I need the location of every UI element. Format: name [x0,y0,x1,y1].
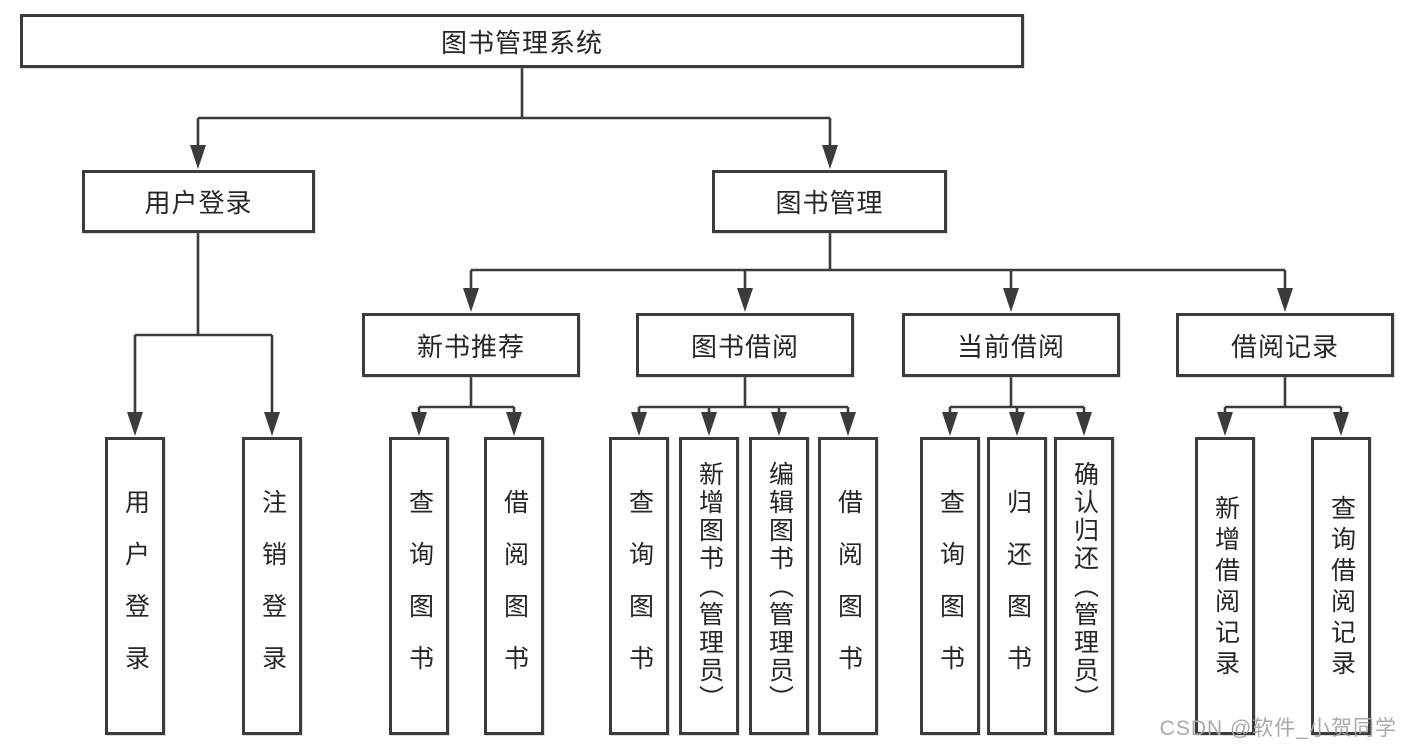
connector-userlogin-to-leaves [133,233,274,414]
node-book-borrow: 图书借阅 [636,313,854,377]
node-borrow-records: 借阅记录 [1176,313,1394,377]
leaf-borrow-books: 借阅图书 [818,437,878,735]
node-book-management-label: 图书管理 [775,188,884,218]
leaf-return-books: 归还图书 [987,437,1047,735]
node-current-borrow: 当前借阅 [902,313,1120,377]
node-current-borrow-label: 当前借阅 [956,331,1065,362]
node-book-management: 图书管理 [712,170,947,233]
leaf-user-login-label: 用户登录 [121,489,150,697]
csdn-watermark: CSDN @软件_小贺同学 [1159,717,1397,740]
arrowheads [127,145,1349,436]
leaf-add-borrow-record-label: 新增借阅记录 [1211,494,1240,681]
leaf-borrow-books-label: 借阅图书 [834,489,863,697]
node-user-login-label: 用户登录 [144,188,253,218]
leaf-query-borrow-record-label: 查询借阅记录 [1327,494,1356,681]
leaf-add-book-admin: 新增图书（管理员） [679,437,739,735]
node-library-system-label: 图书管理系统 [440,27,603,58]
leaf-query-books-recommend: 查询图书 [389,437,449,735]
connector-newbook-to-leaves [417,377,516,414]
node-library-system: 图书管理系统 [20,14,1024,68]
leaf-query-books-current-label: 查询图书 [936,489,965,697]
leaf-query-borrow-record: 查询借阅记录 [1311,437,1371,735]
connector-bookmgmt-to-level3 [469,233,1287,290]
connector-bookborrow-to-leaves [637,377,850,414]
leaf-edit-book-admin-label: 编辑图书（管理员） [765,461,794,713]
node-new-book-recommend: 新书推荐 [362,313,580,377]
connector-currentborrow-to-leaves [948,377,1086,414]
node-user-login: 用户登录 [82,170,315,233]
leaf-user-login: 用户登录 [105,437,165,735]
leaf-confirm-return-admin: 确认归还（管理员） [1054,437,1114,735]
node-borrow-records-label: 借阅记录 [1230,331,1339,362]
leaf-query-books-borrow: 查询图书 [609,437,669,735]
leaf-confirm-return-admin-label: 确认归还（管理员） [1070,461,1099,713]
leaf-borrow-books-recommend-label: 借阅图书 [500,489,529,697]
leaf-return-books-label: 归还图书 [1003,489,1032,697]
leaf-logout: 注销登录 [242,437,302,735]
connector-root-to-level2 [196,68,832,147]
leaf-borrow-books-recommend: 借阅图书 [484,437,544,735]
leaf-add-borrow-record: 新增借阅记录 [1195,437,1255,735]
leaf-logout-label: 注销登录 [258,489,287,697]
node-new-book-recommend-label: 新书推荐 [416,331,525,362]
leaf-add-book-admin-label: 新增图书（管理员） [695,461,724,713]
leaf-query-books-recommend-label: 查询图书 [405,489,434,697]
connector-records-to-leaves [1223,377,1343,414]
leaf-query-books-current: 查询图书 [920,437,980,735]
leaf-query-books-borrow-label: 查询图书 [625,489,654,697]
leaf-edit-book-admin: 编辑图书（管理员） [749,437,809,735]
node-book-borrow-label: 图书借阅 [690,331,799,362]
